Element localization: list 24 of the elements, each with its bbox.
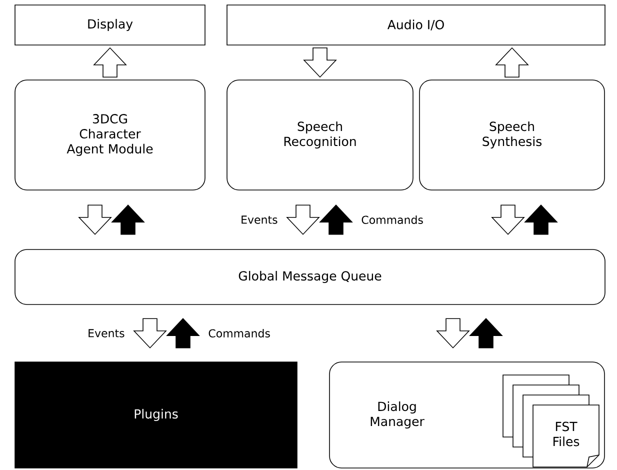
module-box: 3DCG Character Agent Module (14, 80, 206, 190)
edge-label: Commands (208, 328, 270, 338)
block-arrow (93, 47, 127, 78)
module-box: Speech Recognition (226, 80, 414, 190)
block-arrow (436, 318, 470, 348)
block-arrow (491, 204, 525, 235)
module-box: Audio I/O (226, 4, 606, 46)
block-arrow (111, 204, 145, 235)
block-arrow (524, 204, 558, 235)
block-arrow (286, 204, 320, 235)
block-arrow (319, 204, 353, 235)
edge-label: Events (242, 216, 278, 224)
module-box: Speech Synthesis (419, 80, 605, 190)
module-box: Global Message Queue (14, 249, 606, 305)
edge-label: Events (88, 329, 124, 338)
block-arrow (133, 318, 167, 348)
block-arrow (495, 47, 529, 78)
block-arrow (469, 318, 503, 348)
edge-label: Commands (362, 215, 423, 224)
block-arrow (303, 48, 337, 78)
block-arrow (166, 318, 200, 348)
module-box: Display (14, 4, 206, 46)
block-arrow (78, 204, 112, 235)
plugin-box: Plugins (14, 362, 298, 468)
